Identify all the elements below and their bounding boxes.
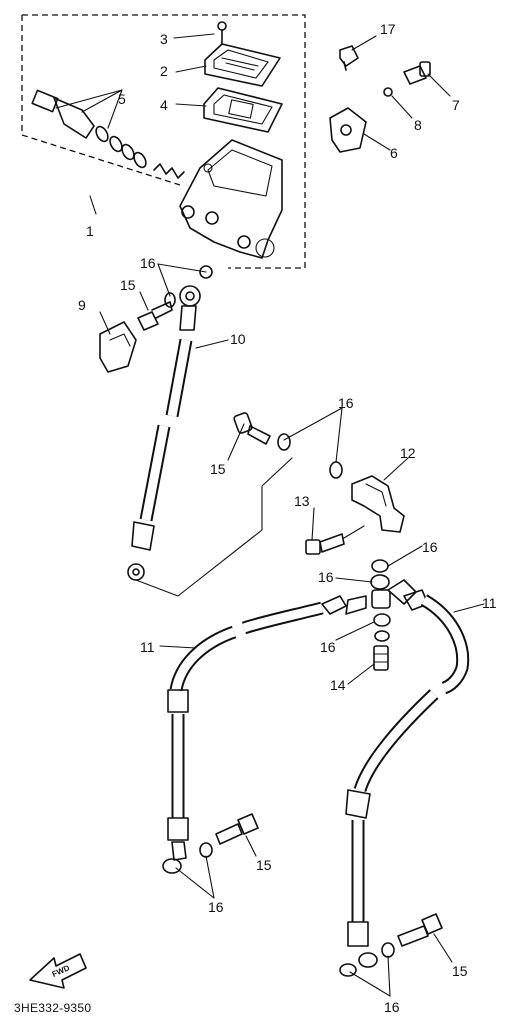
- callout-11-right: 11: [482, 595, 497, 611]
- callout-3: 3: [160, 31, 168, 47]
- callout-6: 6: [390, 145, 398, 161]
- callout-5: 5: [118, 91, 126, 107]
- piston-kit-part-5: [31, 89, 185, 179]
- callout-10: 10: [230, 331, 246, 347]
- callout-16-middle: 16: [338, 395, 354, 411]
- callout-8: 8: [414, 117, 422, 133]
- connection-line: [135, 457, 293, 597]
- callout-16-joint-bottom: 16: [320, 639, 336, 655]
- callout-12: 12: [400, 445, 416, 461]
- brake-hose-part-11-right: [339, 589, 470, 977]
- assembly-boundary: [21, 14, 306, 269]
- brake-hose-part-10: [127, 265, 213, 581]
- callout-16-upper: 16: [140, 255, 156, 271]
- callout-2: 2: [160, 63, 168, 79]
- holder-part-6: [329, 107, 367, 153]
- cap-part-17: [339, 45, 359, 71]
- callout-4: 4: [160, 97, 168, 113]
- catalog-code: 3HE332-9350: [14, 1001, 91, 1015]
- bolt-part-13: [305, 525, 365, 555]
- washer-part-8: [383, 87, 393, 97]
- union-bolt-part-15-upper: [137, 301, 173, 331]
- union-bolt-part-15-middle: [233, 412, 343, 479]
- callout-9: 9: [78, 297, 86, 313]
- callout-7: 7: [452, 97, 460, 113]
- callout-15-middle: 15: [210, 461, 226, 477]
- callout-16-lower-right: 16: [384, 999, 400, 1015]
- bolt-part-14: [373, 645, 389, 671]
- screw-part-3: [217, 21, 227, 45]
- callout-14: 14: [330, 677, 346, 693]
- fwd-arrow-icon: FWD: [29, 953, 87, 989]
- callout-17: 17: [380, 21, 396, 37]
- brake-hose-part-11-left: [162, 595, 347, 874]
- callout-15-upper: 15: [120, 277, 136, 293]
- callout-16-joint-top: 16: [422, 539, 438, 555]
- master-cylinder-body-part-1: [179, 139, 283, 259]
- union-bolt-part-15-lower-left: [215, 813, 259, 845]
- callout-11-left: 11: [140, 639, 155, 655]
- leader-lines: [89, 33, 485, 997]
- cover-part-9: [99, 321, 137, 373]
- joint-part-12: [351, 475, 405, 533]
- callout-1: 1: [86, 223, 94, 239]
- callout-13: 13: [294, 493, 310, 509]
- bolt-part-7: [403, 61, 431, 85]
- reservoir-cap-part-2: [204, 43, 281, 87]
- callout-16-lower-left: 16: [208, 899, 224, 915]
- callout-16-joint-left: 16: [318, 569, 334, 585]
- callout-15-lower-left: 15: [256, 857, 272, 873]
- callout-15-lower-right: 15: [452, 963, 468, 979]
- lower-union-assembly: [345, 559, 417, 642]
- union-bolt-part-15-lower-right: [397, 913, 443, 947]
- diaphragm-part-4: [203, 87, 283, 133]
